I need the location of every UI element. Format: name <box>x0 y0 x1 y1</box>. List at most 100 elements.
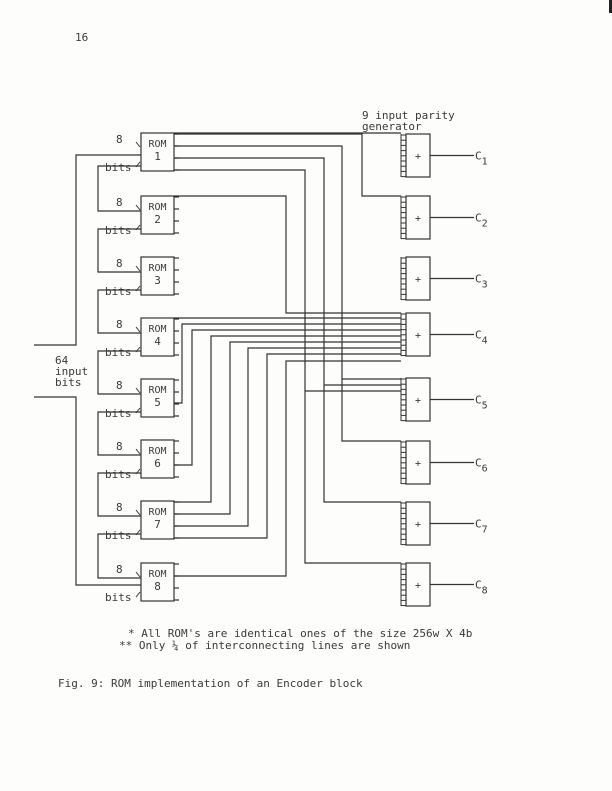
bus-width-label: 8 <box>116 133 123 146</box>
rom-number: 1 <box>154 150 161 163</box>
rom-label: ROM <box>148 385 166 396</box>
bus-width-label: 8 <box>116 318 123 331</box>
rom-number: 4 <box>154 335 161 348</box>
check-bit-label: C8 <box>475 579 488 597</box>
bus-slash-mark <box>135 265 141 272</box>
bus-slash-mark <box>135 387 141 394</box>
input-bits-label-line3: bits <box>55 376 82 389</box>
bus-slash-mark <box>135 468 141 475</box>
rom-number: 8 <box>154 580 161 593</box>
parity-generator-4: +C4 <box>400 312 488 357</box>
wire-rom6-to-c4 <box>174 329 401 466</box>
rom-box <box>140 256 175 296</box>
bus-slash-mark <box>135 161 141 168</box>
wire-rom7-out2-to-c4 <box>174 341 401 515</box>
wire-rom1-out4-to-c8 <box>174 169 401 564</box>
xor-symbol: + <box>415 275 421 286</box>
rom-box <box>140 195 175 235</box>
bits-label: bits <box>105 285 132 298</box>
wires <box>34 132 401 586</box>
xor-symbol: + <box>415 520 421 531</box>
rom-number: 6 <box>154 457 161 470</box>
bus-slash-mark <box>135 346 141 353</box>
bits-label: bits <box>105 407 132 420</box>
inter-rom-bus <box>97 289 141 334</box>
footnote-rom-size: * All ROM's are identical ones of the si… <box>128 627 473 640</box>
check-bit-label: C2 <box>475 212 488 230</box>
bits-label: bits <box>105 346 132 359</box>
parity-generator-6: +C6 <box>400 440 488 485</box>
rom-label: ROM <box>148 202 166 213</box>
rom-box <box>140 500 175 540</box>
bus-width-label: 8 <box>116 440 123 453</box>
rom-label: ROM <box>148 569 166 580</box>
parity-generator-title-line1: 9 input parity <box>362 109 455 122</box>
check-bit-label: C1 <box>475 150 488 168</box>
inter-rom-bus <box>97 165 141 212</box>
inter-rom-bus <box>97 350 141 395</box>
bus-slash-mark <box>135 571 141 578</box>
wire-rom7-out4-to-c4 <box>174 353 401 539</box>
rom-label: ROM <box>148 263 166 274</box>
inter-rom-bus <box>97 533 141 579</box>
bus-width-label: 8 <box>116 257 123 270</box>
rom-number: 3 <box>154 274 161 287</box>
check-bit-label: C3 <box>475 273 488 291</box>
rom-number: 2 <box>154 213 161 226</box>
inter-rom-bus <box>97 472 141 517</box>
wire-rom5-to-c4 <box>174 323 401 404</box>
inter-rom-bus <box>97 228 141 273</box>
bus-slash-mark <box>135 326 141 333</box>
parity-generator-8: + C8 <box>400 562 488 607</box>
parity-generators: + C1 + C2 + C3 +C4 +C5 +C6 + C7 + C8 <box>400 133 488 607</box>
rom-label: ROM <box>148 507 166 518</box>
rom-box <box>140 132 175 172</box>
parity-box <box>405 562 431 607</box>
rom-label: ROM <box>148 324 166 335</box>
parity-box <box>405 377 431 422</box>
parity-generator-7: + C7 <box>400 501 488 546</box>
bus-slash-mark <box>135 591 141 598</box>
bus-width-label: 8 <box>116 563 123 576</box>
xor-symbol: + <box>415 152 421 163</box>
parity-box <box>405 133 431 178</box>
rom-box <box>140 317 175 357</box>
parity-box <box>405 256 431 301</box>
rom-number: 5 <box>154 396 161 409</box>
check-bit-label: C7 <box>475 518 488 536</box>
bus-width-label: 8 <box>116 379 123 392</box>
inter-rom-bus <box>97 411 141 456</box>
wire-rom7-out3-to-c4 <box>174 347 401 527</box>
input-bus-outer-top <box>34 154 141 346</box>
wire-rom7-out1-to-c4 <box>174 335 401 503</box>
wire-rom1-out1-to-c2 <box>174 133 401 197</box>
xor-symbol: + <box>415 396 421 407</box>
rom-box <box>140 378 175 418</box>
footnote-lines-shown: ** Only ¼ of interconnecting lines are s… <box>119 639 411 652</box>
check-bit-label: C4 <box>475 329 488 347</box>
bits-label: bits <box>105 468 132 481</box>
rom-number: 7 <box>154 518 161 531</box>
bus-width-label: 8 <box>116 196 123 209</box>
parity-generator-1: + C1 <box>400 133 488 178</box>
parity-generator-title-line2: generator <box>362 120 422 133</box>
rom-box <box>140 439 175 479</box>
bus-slash-mark <box>135 407 141 414</box>
bus-slash-mark <box>135 285 141 292</box>
bus-width-label: 8 <box>116 501 123 514</box>
rom-label: ROM <box>148 139 166 150</box>
xor-symbol: + <box>415 581 421 592</box>
parity-generator-5: +C5 <box>400 377 488 422</box>
input-bus-outer-bottom <box>34 396 141 586</box>
bits-label: bits <box>105 591 132 604</box>
